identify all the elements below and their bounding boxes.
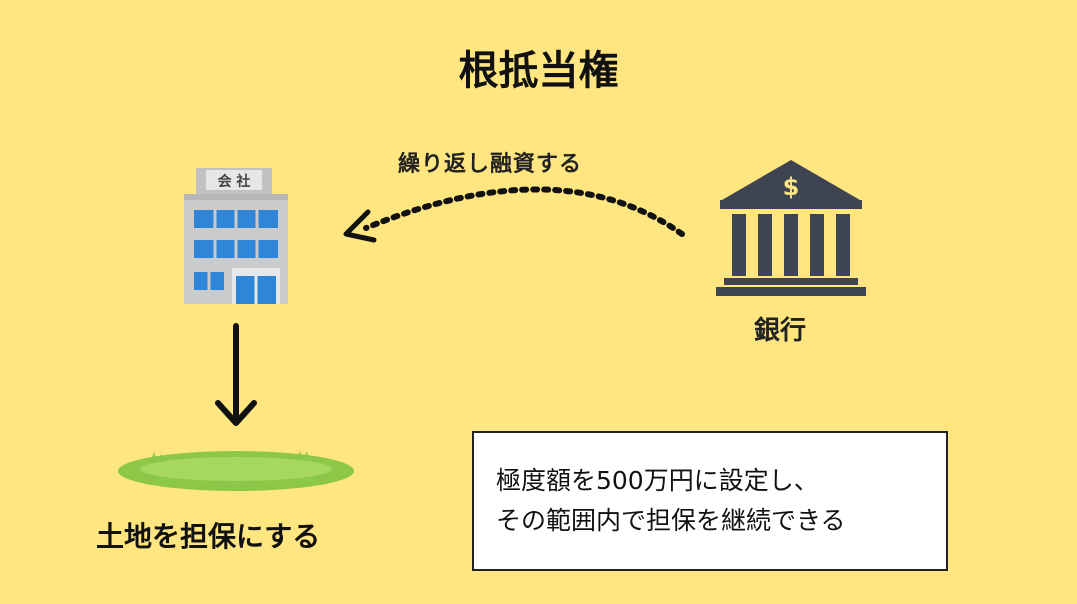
land-grass-icon xyxy=(118,451,354,491)
page-title: 根抵当権 xyxy=(458,48,619,94)
loan-dotted-arrow-icon xyxy=(343,186,685,243)
loan-arrow-label: 繰り返し融資する xyxy=(398,152,583,177)
bank-label: 銀行 xyxy=(754,316,807,346)
info-line-2: その範囲内で担保を継続できる xyxy=(496,506,846,535)
company-building-icon: 会 社 xyxy=(184,168,288,304)
info-box: 極度額を500万円に設定し、 その範囲内で担保を継続できる xyxy=(472,431,948,571)
info-line-1: 極度額を500万円に設定し、 xyxy=(496,466,819,495)
company-sign: 会 社 xyxy=(218,173,251,190)
dollar-symbol: $ xyxy=(783,173,800,201)
down-arrow-icon xyxy=(215,323,257,426)
bank-icon: $ xyxy=(716,160,866,296)
land-collateral-label: 土地を担保にする xyxy=(96,520,321,553)
